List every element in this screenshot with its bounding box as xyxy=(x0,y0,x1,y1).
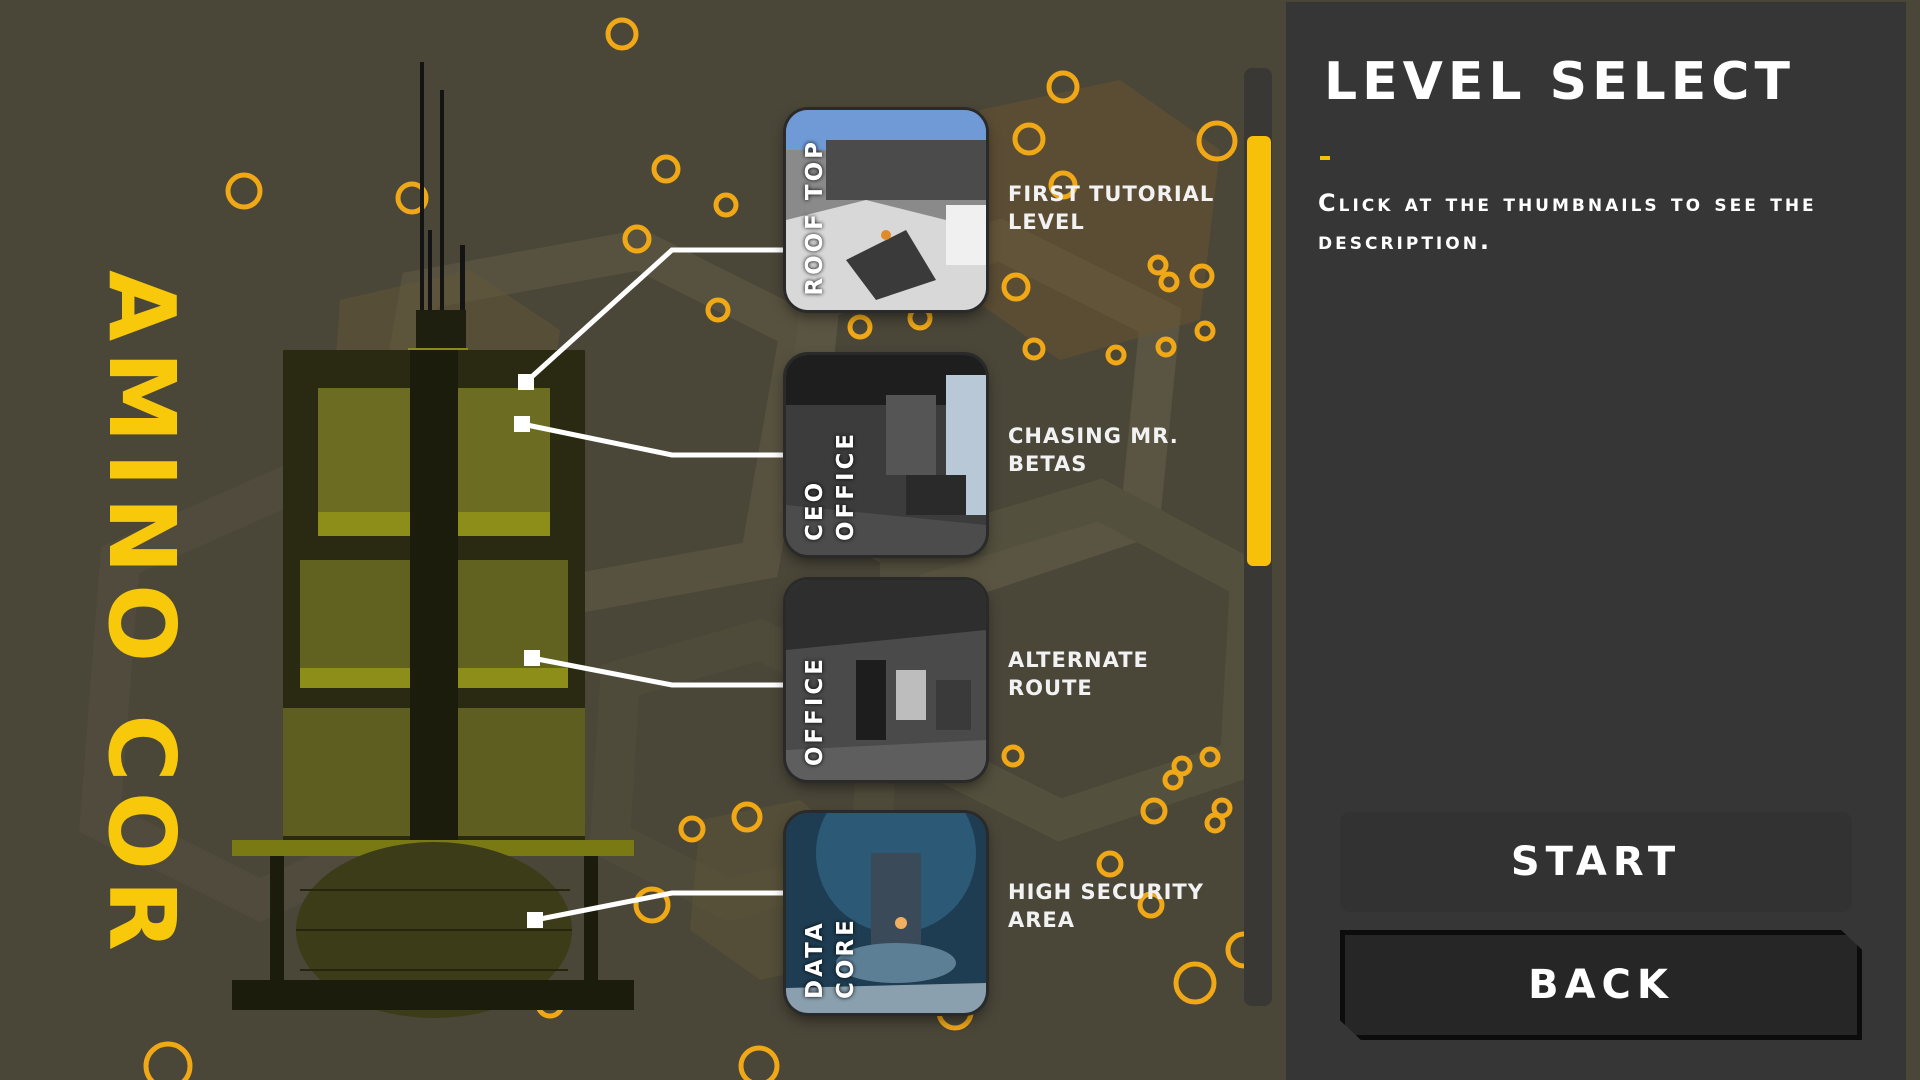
level-name: DATA CORE xyxy=(802,917,860,999)
level-name: OFFICE xyxy=(802,655,828,766)
start-button[interactable]: START xyxy=(1340,812,1852,912)
level-name: CEO OFFICE xyxy=(802,430,860,541)
level-select-panel xyxy=(1286,2,1906,1080)
rooftop-scene-image xyxy=(786,110,986,310)
level-thumbnail-data-core[interactable]: DATA CORE xyxy=(786,813,986,1013)
level-thumbnail-ceo-office[interactable]: CEO OFFICE xyxy=(786,355,986,555)
level-thumbnail-roof-top[interactable]: ROOF TOP xyxy=(786,110,986,310)
level-description: ALTERNATE ROUTE xyxy=(1008,648,1149,700)
level-description: CHASING MR. BETAS xyxy=(1008,424,1179,476)
panel-title: LEVEL SELECT xyxy=(1324,52,1795,112)
scrollbar-thumb[interactable] xyxy=(1247,136,1271,566)
office-floor-scene-image xyxy=(786,580,986,780)
back-button[interactable]: BACK xyxy=(1340,930,1862,1040)
company-name: AMINO COR xyxy=(95,270,187,961)
level-name: ROOF TOP xyxy=(802,139,828,296)
data-core-scene-image xyxy=(786,813,986,1013)
level-description: HIGH SECURITY AREA xyxy=(1008,880,1204,932)
connector-nodes xyxy=(514,374,543,928)
level-thumbnail-office[interactable]: OFFICE xyxy=(786,580,986,780)
level-description: FIRST TUTORIAL LEVEL xyxy=(1008,182,1215,234)
tower-illustration xyxy=(232,62,634,1018)
office-interior-scene-image xyxy=(786,355,986,555)
description-marker xyxy=(1320,156,1330,160)
connector-lines xyxy=(521,247,786,923)
description-text: Click at the thumbnails to see the descr… xyxy=(1318,189,1817,255)
